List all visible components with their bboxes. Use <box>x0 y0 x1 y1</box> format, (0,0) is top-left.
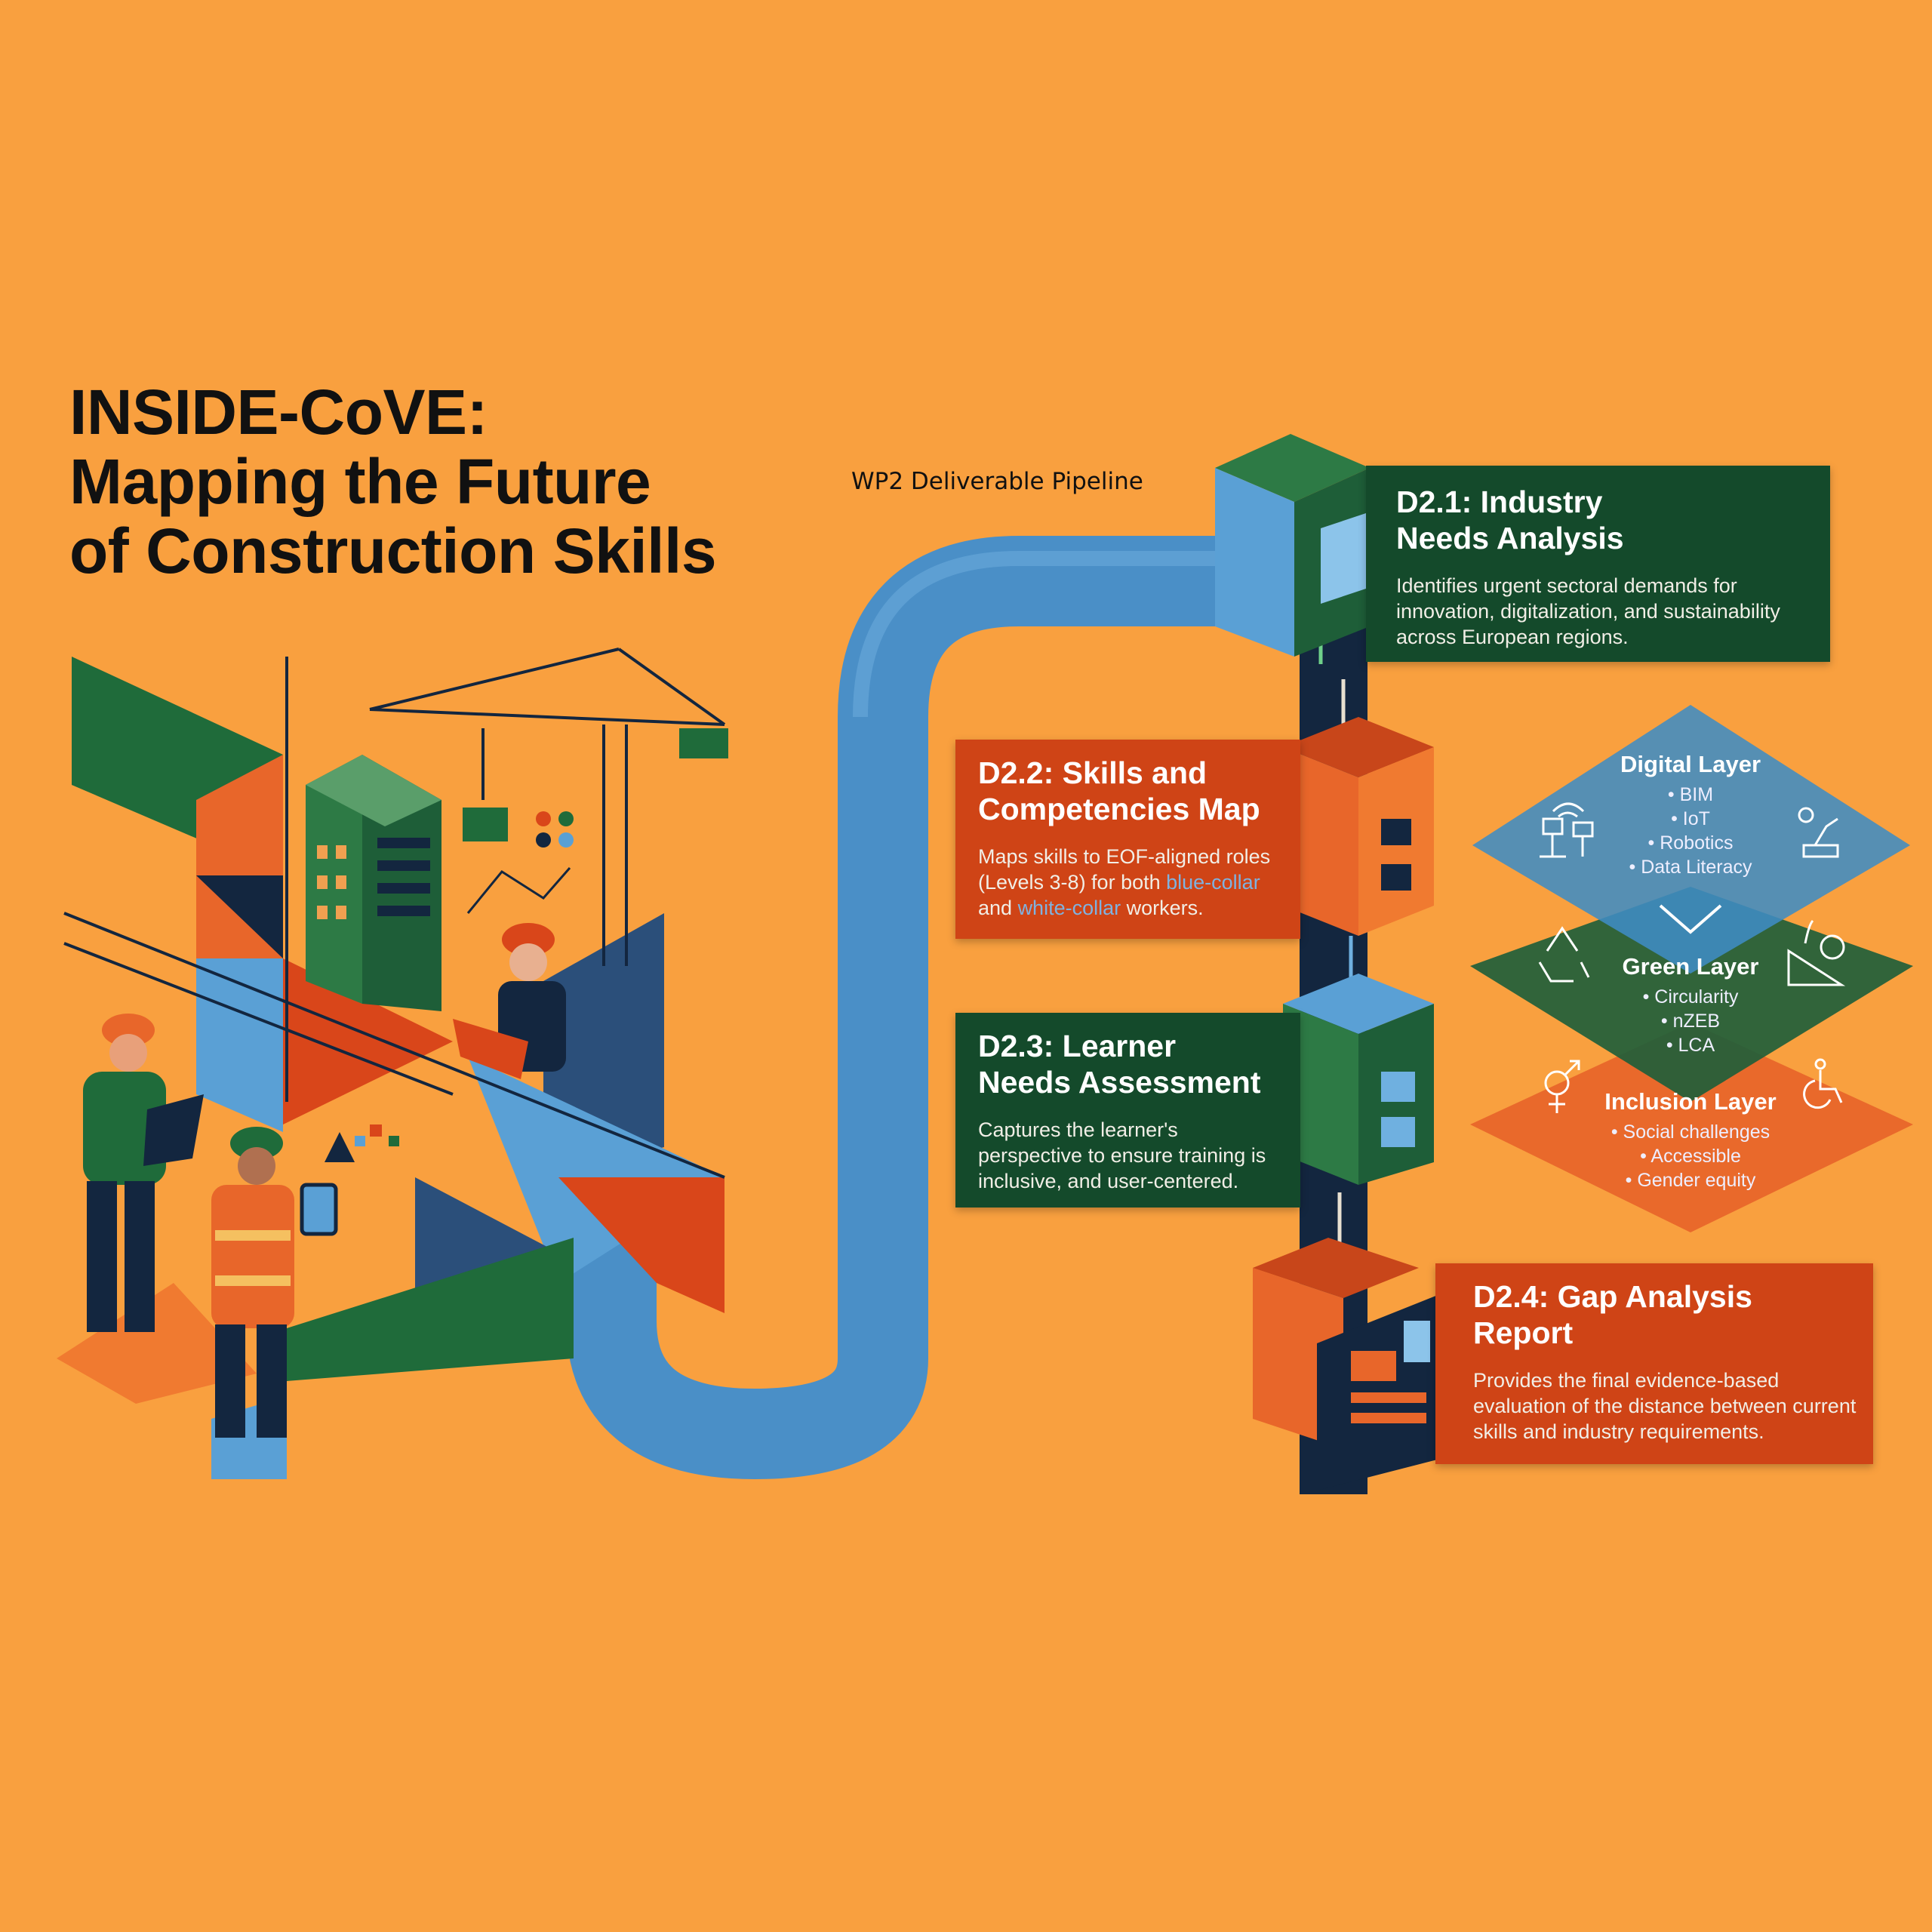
robot-arm-icon <box>1798 807 1839 858</box>
green-layer-diamond <box>1470 887 1913 1102</box>
cube-d2-4 <box>1253 1238 1449 1491</box>
layer-item: • Gender equity <box>1625 1170 1756 1191</box>
card-title-line: Needs Analysis <box>1396 521 1624 555</box>
title-line-1: INSIDE-CoVE: <box>69 377 488 448</box>
card-title-line: Competencies Map <box>978 792 1260 826</box>
desc-text: Maps skills to EOF-aligned roles (Levels… <box>978 845 1271 894</box>
gender-icon <box>1544 1060 1580 1113</box>
page-title: INSIDE-CoVE: Mapping the Future of Const… <box>69 377 717 586</box>
inclusion-layer-diamond <box>1470 1023 1913 1232</box>
card-description: Provides the final evidence-based evalua… <box>1473 1369 1857 1443</box>
cube-d2-2 <box>1283 717 1434 936</box>
layer-item: • Social challenges <box>1611 1121 1770 1143</box>
layer-title: Digital Layer <box>1620 751 1761 777</box>
digital-layer-diamond <box>1472 705 1910 974</box>
worker-with-laptop <box>453 923 566 1079</box>
card-description: Maps skills to EOF-aligned roles (Levels… <box>978 844 1278 921</box>
layer-item: • Circularity <box>1642 986 1739 1008</box>
recycle-icon <box>1538 926 1590 983</box>
wheelchair-icon <box>1803 1058 1843 1109</box>
layer-item: • Data Literacy <box>1629 857 1752 878</box>
crane-wifi-icon <box>1540 802 1594 858</box>
layer-item: • BIM <box>1667 784 1714 805</box>
card-title-line: Report <box>1473 1315 1574 1350</box>
worker-in-vest <box>211 1127 338 1438</box>
desc-text: workers. <box>1121 897 1204 919</box>
card-title-line: D2.1: Industry <box>1396 485 1603 519</box>
pipeline-tube <box>566 536 1238 1480</box>
layer-item: • IoT <box>1671 808 1710 829</box>
card-title-line: D2.2: Skills and <box>978 755 1208 790</box>
layer-item: • Robotics <box>1647 832 1734 854</box>
worker-with-tablet <box>83 1014 204 1332</box>
green-layer: Green Layer • Circularity • nZEB • LCA <box>1540 953 1841 1057</box>
layer-item: • Accessible <box>1640 1146 1741 1167</box>
chevron-down-icon <box>1659 904 1722 934</box>
title-line-3: of Construction Skills <box>69 515 717 586</box>
landscape-tree-icon <box>1787 919 1846 986</box>
construction-illustration <box>57 648 728 1479</box>
highlight-white-collar: white-collar <box>1017 897 1121 919</box>
title-line-2: Mapping the Future <box>69 446 651 517</box>
card-title-line: D2.4: Gap Analysis <box>1473 1279 1752 1314</box>
card-title-line: Needs Assessment <box>978 1065 1261 1100</box>
card-description: Captures the learner's perspective to en… <box>978 1118 1266 1192</box>
digital-layer: Digital Layer • BIM • IoT • Robotics • D… <box>1540 751 1841 879</box>
cube-d2-3 <box>1283 974 1434 1185</box>
card-description: Identifies urgent sectoral demands for i… <box>1396 574 1780 648</box>
desc-text: and <box>978 897 1018 919</box>
layer-title: Inclusion Layer <box>1604 1088 1777 1115</box>
highlight-blue-collar: blue-collar <box>1166 871 1260 894</box>
pipeline-label: WP2 Deliverable Pipeline <box>851 468 1143 495</box>
layer-item: • LCA <box>1666 1035 1715 1056</box>
inclusion-layer: Inclusion Layer • Social challenges • Ac… <box>1540 1088 1841 1192</box>
card-title-line: D2.3: Learner <box>978 1029 1177 1063</box>
layer-item: • nZEB <box>1660 1011 1721 1032</box>
cube-d2-1 <box>1215 434 1370 657</box>
layer-title: Green Layer <box>1622 953 1759 980</box>
